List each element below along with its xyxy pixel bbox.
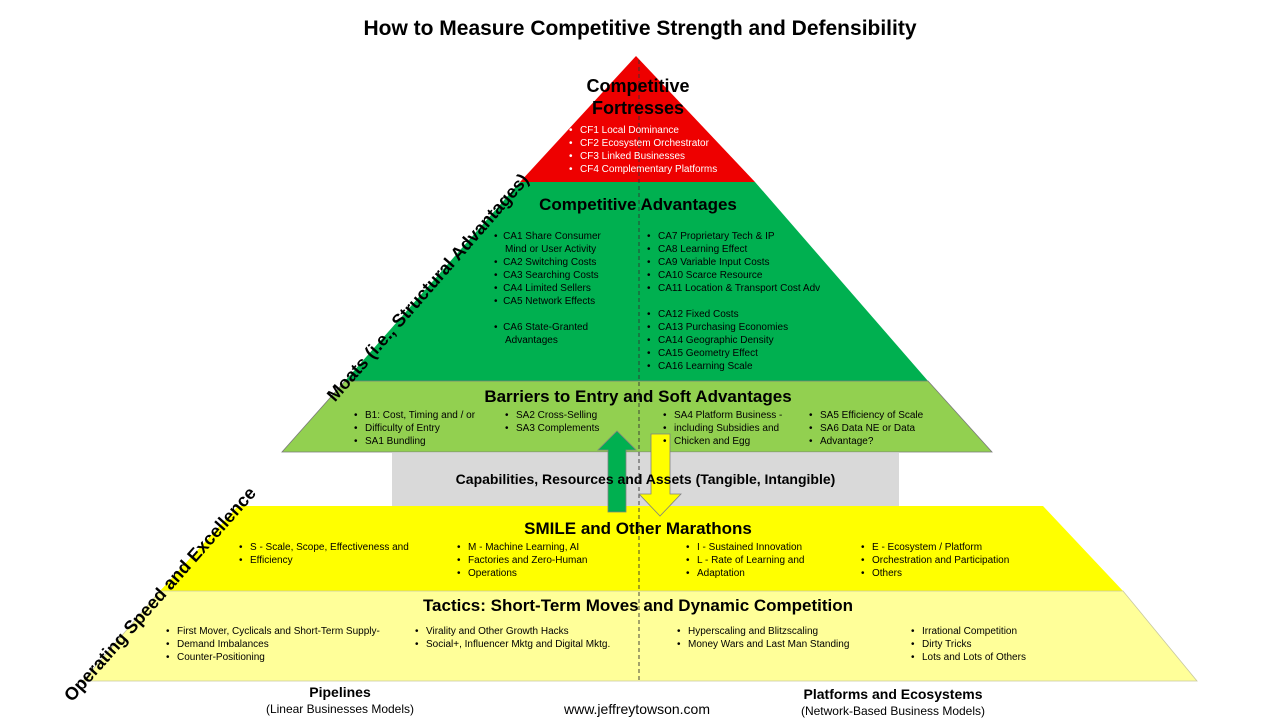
list-item: Counter-Positioning: [166, 651, 380, 664]
advantages-right-list: CA7 Proprietary Tech & IP CA8 Learning E…: [647, 230, 820, 373]
list-item: CF2 Ecosystem Orchestrator: [569, 137, 717, 150]
list-item: CF1 Local Dominance: [569, 124, 717, 137]
list-item: Others: [861, 567, 1009, 580]
advantages-title: Competitive Advantages: [539, 195, 737, 214]
list-item: • CA2 Switching Costs: [494, 257, 597, 268]
list-item: Chicken and Egg: [663, 435, 782, 448]
list-item: including Subsidies and: [663, 422, 782, 435]
list-item: B1: Cost, Timing and / or: [354, 409, 475, 422]
footer-right-subtitle: (Network-Based Business Models): [800, 704, 986, 718]
smile-col4: E - Ecosystem / Platform Orchestration a…: [861, 541, 1009, 580]
list-item: SA5 Efficiency of Scale: [809, 409, 923, 422]
list-item: Virality and Other Growth Hacks: [415, 625, 610, 638]
list-item: Efficiency: [239, 554, 409, 567]
list-item: I - Sustained Innovation: [686, 541, 804, 554]
advantages-left-list: • CA1 Share Consumer Mind or User Activi…: [494, 230, 601, 347]
list-item: CF3 Linked Businesses: [569, 150, 717, 163]
footer-right: Platforms and Ecosystems (Network-Based …: [773, 686, 1013, 718]
barriers-col1: B1: Cost, Timing and / or Difficulty of …: [354, 409, 475, 448]
smile-title: SMILE and Other Marathons: [524, 519, 752, 538]
list-item: Operations: [457, 567, 588, 580]
list-item: M - Machine Learning, AI: [457, 541, 588, 554]
footer-right-title: Platforms and Ecosystems: [803, 686, 983, 702]
list-item: L - Rate of Learning and: [686, 554, 804, 567]
list-item: Adaptation: [686, 567, 804, 580]
smile-col1: S - Scale, Scope, Effectiveness and Effi…: [239, 541, 409, 567]
list-item: Social+, Influencer Mktg and Digital Mkt…: [415, 638, 610, 651]
barriers-col2: SA2 Cross-Selling SA3 Complements: [505, 409, 599, 435]
list-item: Lots and Lots of Others: [911, 651, 1026, 664]
list-item: Irrational Competition: [911, 625, 1026, 638]
fortress-title: Competitive Fortresses: [586, 76, 690, 118]
list-item: CA8 Learning Effect: [647, 243, 820, 256]
list-item: Advantages: [505, 335, 558, 346]
list-item: • CA6 State-Granted: [494, 322, 589, 333]
list-item: Demand Imbalances: [166, 638, 380, 651]
tactics-title: Tactics: Short-Term Moves and Dynamic Co…: [422, 596, 854, 615]
list-item: Difficulty of Entry: [354, 422, 475, 435]
tactics-col3: Hyperscaling and Blitzscaling Money Wars…: [677, 625, 849, 651]
list-item: E - Ecosystem / Platform: [861, 541, 1009, 554]
list-item: • CA1 Share Consumer: [494, 231, 601, 242]
list-item: CA12 Fixed Costs: [647, 308, 820, 321]
list-item: Mind or User Activity: [505, 244, 597, 255]
list-item: S - Scale, Scope, Effectiveness and: [239, 541, 409, 554]
tactics-col2: Virality and Other Growth Hacks Social+,…: [415, 625, 610, 651]
list-item: CA16 Learning Scale: [647, 360, 820, 373]
list-item: Orchestration and Participation: [861, 554, 1009, 567]
list-item: • CA3 Searching Costs: [494, 270, 599, 281]
footer-left-subtitle: (Linear Businesses Models): [265, 702, 415, 716]
barriers-col3: SA4 Platform Business - including Subsid…: [663, 409, 782, 448]
list-item: SA6 Data NE or Data: [809, 422, 923, 435]
list-item: SA1 Bundling: [354, 435, 475, 448]
list-item: CF4 Complementary Platforms: [569, 163, 717, 176]
tactics-col1: First Mover, Cyclicals and Short-Term Su…: [166, 625, 380, 664]
footer-left: Pipelines (Linear Businesses Models): [240, 684, 440, 716]
tactics-col4: Irrational Competition Dirty Tricks Lots…: [911, 625, 1026, 664]
fortress-list: CF1 Local Dominance CF2 Ecosystem Orches…: [569, 124, 717, 176]
list-item: CA9 Variable Input Costs: [647, 256, 820, 269]
list-item: Dirty Tricks: [911, 638, 1026, 651]
list-item: SA3 Complements: [505, 422, 599, 435]
list-item: SA2 Cross-Selling: [505, 409, 599, 422]
barriers-title: Barriers to Entry and Soft Advantages: [484, 387, 792, 406]
footer-left-title: Pipelines: [309, 684, 371, 700]
page-title: How to Measure Competitive Strength and …: [363, 17, 917, 40]
list-item: Factories and Zero-Human: [457, 554, 588, 567]
green-up-arrow-icon: [597, 430, 637, 513]
website-link[interactable]: www.jeffreytowson.com: [563, 701, 710, 717]
list-item: First Mover, Cyclicals and Short-Term Su…: [166, 625, 380, 638]
smile-col3: I - Sustained Innovation L - Rate of Lea…: [686, 541, 804, 580]
list-item: CA11 Location & Transport Cost Adv: [647, 282, 820, 295]
barriers-col4: SA5 Efficiency of Scale SA6 Data NE or D…: [809, 409, 923, 448]
list-item: CA15 Geometry Effect: [647, 347, 820, 360]
list-item: CA13 Purchasing Economies: [647, 321, 820, 334]
list-item: • CA4 Limited Sellers: [494, 283, 591, 294]
list-item: Hyperscaling and Blitzscaling: [677, 625, 849, 638]
list-item: CA7 Proprietary Tech & IP: [647, 230, 820, 243]
list-item: Money Wars and Last Man Standing: [677, 638, 849, 651]
list-item: CA14 Geographic Density: [647, 334, 820, 347]
list-item: • CA5 Network Effects: [494, 296, 596, 307]
list-item: Advantage?: [809, 435, 923, 448]
list-item: CA10 Scarce Resource: [647, 269, 820, 282]
smile-col2: M - Machine Learning, AI Factories and Z…: [457, 541, 588, 580]
list-item: SA4 Platform Business -: [663, 409, 782, 422]
capabilities-label: Capabilities, Resources and Assets (Tang…: [455, 471, 836, 487]
